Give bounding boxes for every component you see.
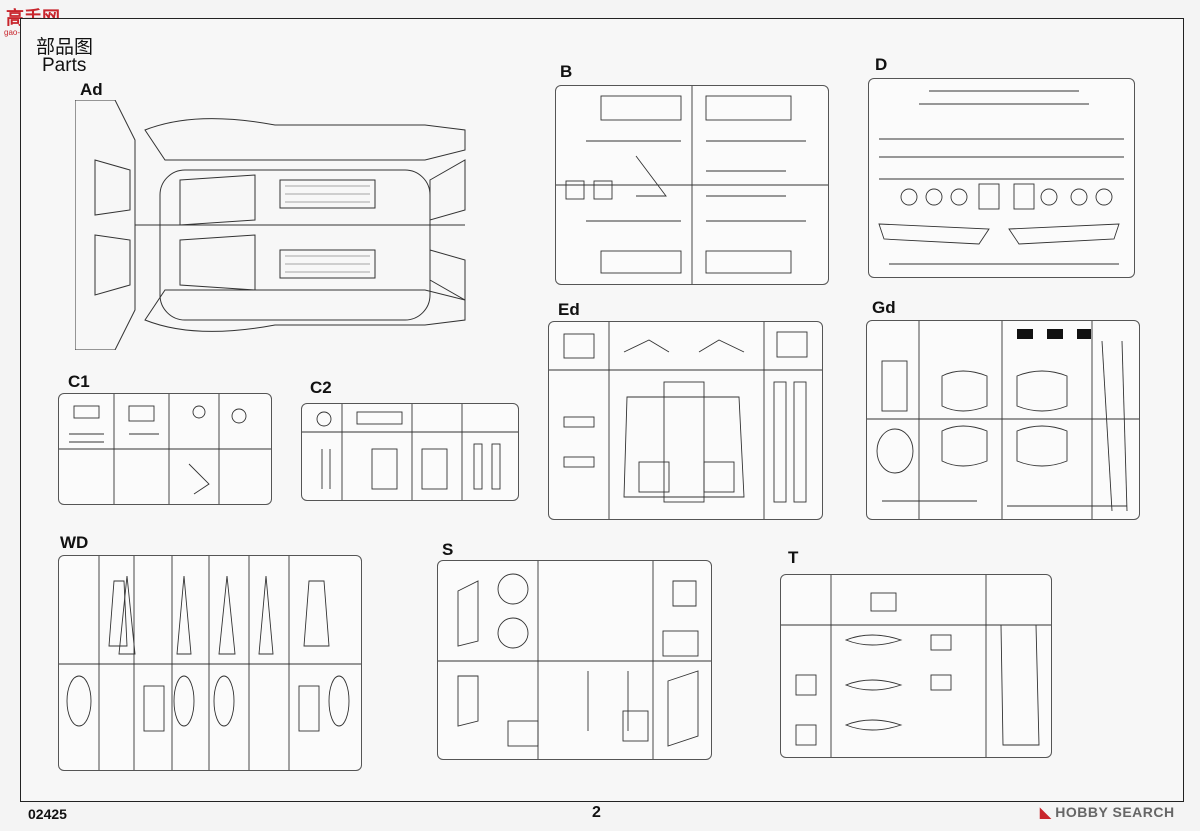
- sprue-b-drawing: [556, 86, 828, 284]
- title-chinese: 部品图: [36, 36, 94, 58]
- sprue-b: [555, 85, 829, 285]
- sprue-label-b: B: [560, 62, 573, 81]
- sprue-label-ad: Ad: [80, 80, 103, 99]
- sprue-c2: [301, 403, 519, 501]
- sprue-c2-drawing: [302, 404, 518, 500]
- sprue-wd-drawing: [59, 556, 361, 770]
- sprue-d: [868, 78, 1135, 278]
- watermark-text: HOBBY SEARCH: [1055, 804, 1175, 820]
- page-number: 2: [592, 804, 601, 821]
- sprue-c1: [58, 393, 272, 505]
- sprue-label-wd: WD: [60, 533, 89, 552]
- sprue-ad-drawing: [75, 100, 466, 350]
- sprue-ed: [548, 321, 823, 520]
- sprue-label-s: S: [442, 540, 454, 559]
- sprue-label-d: D: [875, 55, 888, 74]
- sprue-s-drawing: [438, 561, 711, 759]
- sprue-s: [437, 560, 712, 760]
- sprue-label-gd: Gd: [872, 298, 896, 317]
- sprue-d-drawing: [878, 90, 1124, 265]
- sprue-wd: [58, 555, 362, 771]
- sprue-gd: [866, 320, 1140, 520]
- sprue-label-t: T: [788, 548, 799, 567]
- sprue-c1-drawing: [59, 394, 271, 504]
- product-code: 02425: [28, 806, 67, 822]
- sprue-t-drawing: [781, 575, 1051, 757]
- sprue-label-c2: C2: [310, 378, 332, 397]
- watermark-mark-icon: ◣: [1040, 804, 1052, 820]
- sprue-label-ed: Ed: [558, 300, 580, 319]
- sprue-gd-drawing: [867, 321, 1139, 519]
- watermark: ◣HOBBY SEARCH: [1040, 804, 1175, 821]
- sprue-ad: [75, 100, 480, 350]
- sprue-t: [780, 574, 1052, 758]
- sprue-ed-drawing: [549, 322, 822, 519]
- sprue-label-c1: C1: [68, 372, 90, 391]
- title-english: Parts: [42, 55, 87, 76]
